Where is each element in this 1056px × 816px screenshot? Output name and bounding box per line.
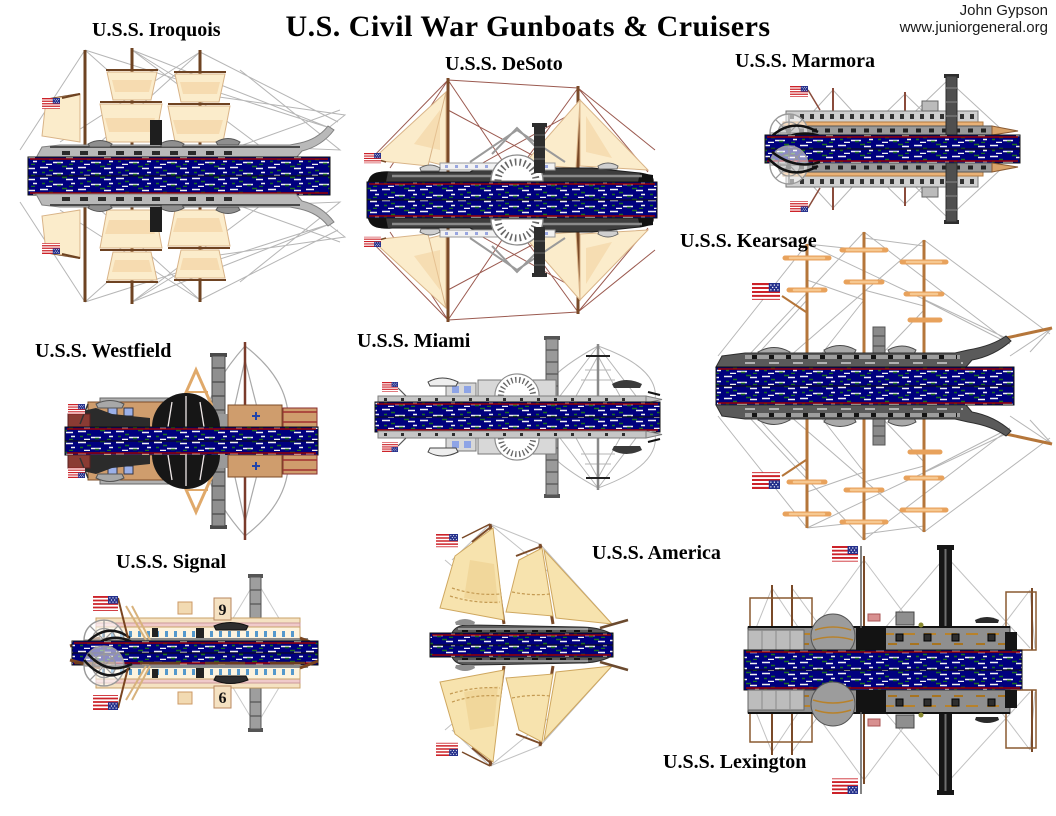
ship-uss-signal: 9 6 [70, 574, 318, 732]
us-flag-icon [363, 152, 382, 164]
page-title: U.S. Civil War Gunboats & Cruisers [285, 10, 771, 43]
ship-label-iroquois: U.S.S. Iroquois [92, 19, 221, 41]
us-flag-icon [831, 545, 859, 563]
signal-hull-number-top-text: 9 [219, 602, 227, 619]
ship-reflection [68, 455, 317, 540]
ship-label-marmora: U.S.S. Marmora [735, 50, 875, 72]
signal-hull-number-top: 9 [213, 597, 232, 621]
credit-author: John Gypson [959, 2, 1048, 19]
water-strip [27, 156, 331, 196]
us-flag-icon [67, 403, 86, 415]
ship-uss-iroquois [20, 48, 345, 304]
us-flag-icon [41, 97, 61, 110]
ship-uss-america [429, 523, 628, 766]
us-flag-icon [789, 85, 809, 98]
ship-reflection [748, 682, 1036, 795]
us-flag-icon [381, 381, 399, 393]
ship-reflection [436, 657, 628, 766]
ship-label-kearsage: U.S.S. Kearsage [680, 230, 817, 252]
ship-uss-marmora [764, 74, 1021, 224]
ship-label-desoto: U.S.S. DeSoto [445, 53, 563, 75]
ship-label-signal: U.S.S. Signal [116, 551, 227, 573]
ship-reflection [20, 194, 345, 304]
credit-website: www.juniorgeneral.org [899, 19, 1048, 37]
ship-uss-desoto [363, 78, 658, 322]
us-flag-icon [435, 533, 459, 548]
ship-label-america: U.S.S. America [592, 542, 721, 564]
water-strip [64, 426, 319, 456]
ship-reflection [716, 405, 1052, 540]
credit-block: John Gypson www.juniorgeneral.org [900, 2, 1048, 37]
water-strip [429, 632, 614, 658]
ship-reflection [378, 431, 662, 498]
us-flag-icon [92, 595, 119, 612]
ship-label-miami: U.S.S. Miami [357, 330, 471, 352]
us-flag-icon [751, 282, 781, 301]
water-strip [743, 649, 1023, 691]
water-strip [374, 401, 661, 433]
signal-hull-number-bottom-text: 6 [219, 690, 227, 707]
ship-uss-kearsage [715, 231, 1052, 540]
water-strip [715, 366, 1015, 406]
ship-uss-lexington [743, 545, 1036, 795]
ship-label-westfield: U.S.S. Westfield [35, 340, 172, 362]
ship-uss-miami [374, 336, 662, 498]
water-strip [366, 181, 658, 219]
ship-label-lexington: U.S.S. Lexington [663, 751, 807, 773]
ship-uss-westfield [64, 342, 319, 540]
ship-reflection [364, 218, 655, 322]
signal-hull-number-bottom: 6 [213, 685, 232, 709]
